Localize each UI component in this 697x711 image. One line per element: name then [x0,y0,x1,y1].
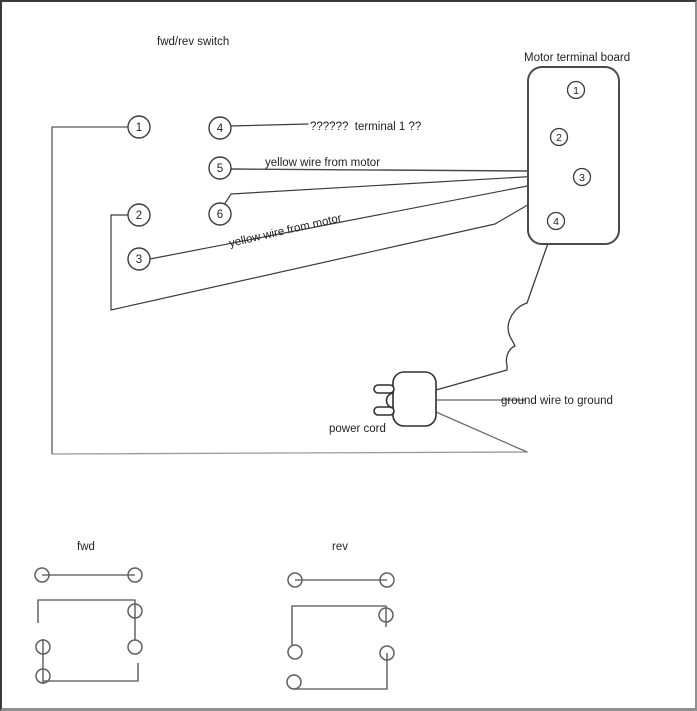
fwd-contact-circle [35,668,51,684]
fwd-contacts [34,567,143,684]
fwd-wire-bottom [43,663,139,682]
yellow-wire-label-top: yellow wire from motor [265,157,380,169]
board-terminal-3-number: 3 [579,172,585,184]
switch-terminal-6-circle [208,202,232,226]
rev-contact-circle [287,644,303,660]
switch-terminal-3-number: 3 [136,254,142,266]
switch-terminal-1-circle [127,115,151,139]
switch-terminal-1-number: 1 [136,122,142,134]
switch-terminal-4-circle [208,116,232,140]
switch-terminal-2-circle [127,203,151,227]
switch-title: fwd/rev switch [157,36,229,48]
yellow-wire-label-rotated: yellow wire from motor [228,212,343,250]
board-terminal-2-number: 2 [556,132,562,144]
rev-contact-circle [378,607,394,623]
fwd-label: fwd [77,541,95,553]
wire-plug-bottom-diagonal [435,411,528,453]
power-plug [373,371,437,427]
rev-wire-bracket [291,605,387,645]
board-terminal-1-circle [566,80,586,100]
switch-terminal-5-circle [208,156,232,180]
fwd-wire-bracket [37,599,136,640]
switch-terminal-5-number: 5 [217,163,223,175]
power-plug-body [392,371,437,427]
fwd-contact-circle [127,567,143,583]
wire-switch5-to-board [230,168,529,172]
wire-switch2-to-board3 [110,177,575,311]
switch-terminal-4-number: 4 [217,123,224,135]
board-terminal-4-number: 4 [553,216,559,228]
switch-terminal-6-number: 6 [217,209,223,221]
rev-contact-circle [379,645,395,661]
switch-terminals: 1 2 3 4 5 6 [127,115,232,271]
wire-switch4-leader [230,123,309,127]
wires [51,123,575,455]
switch-terminal-2-number: 2 [136,210,142,222]
rev-contact-circle [286,674,302,690]
motor-terminal-board-outline [527,66,620,245]
rev-label: rev [332,541,348,553]
board-title: Motor terminal board [524,52,630,64]
rev-wire-bottom [294,653,388,690]
fwd-contact-circle [35,639,51,655]
rev-contact-circle [287,572,303,588]
wire-switch1-left-vertical [51,126,129,455]
power-plug-prong-top [373,384,395,394]
rev-wires [291,579,388,690]
fwd-position-diagram: fwd [34,541,143,684]
power-plug-ground-pin [385,392,395,409]
fwd-contact-circle [127,639,143,655]
wire-switch3-to-board3 [149,176,575,260]
rev-contact-circle [379,572,395,588]
wire-bottom-power [51,451,528,455]
power-plug-prong-bottom [373,406,395,416]
board-terminals: 1 2 3 4 [546,80,592,231]
board-terminal-2-circle [549,127,569,147]
board-terminal-3-circle [572,167,592,187]
rev-contacts [286,572,395,690]
fwd-contact-circle [127,603,143,619]
switch-terminal-3-circle [127,247,151,271]
board-terminal-1-number: 1 [573,85,579,97]
power-cord-label: power cord [329,423,386,435]
wire-switch6-to-board3 [223,173,575,206]
board-terminal-4-circle [546,211,566,231]
rev-position-diagram: rev [286,541,395,690]
fwd-wires [37,574,139,684]
ground-wire-label: ground wire to ground [501,395,613,407]
wire-board4-to-plug-curl [435,228,554,391]
terminal-question-label: ?????? terminal 1 ?? [310,121,421,133]
fwd-contact-circle [34,567,50,583]
